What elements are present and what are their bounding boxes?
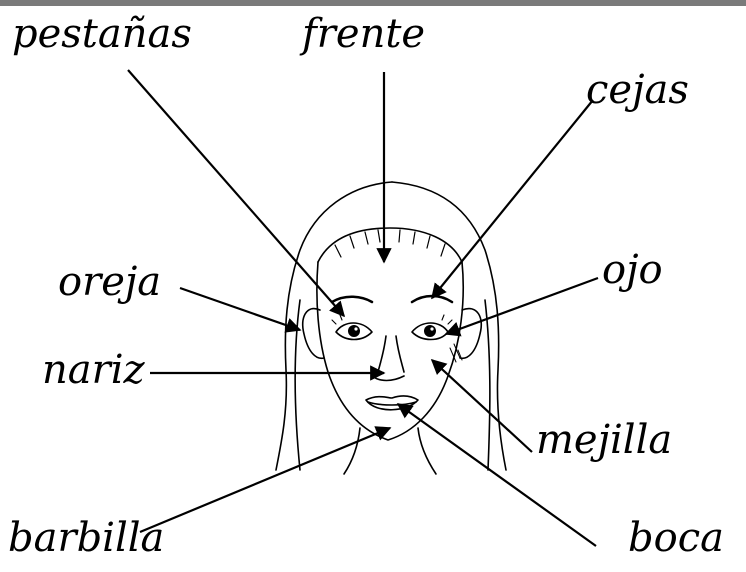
label-mejilla: mejilla — [536, 420, 672, 460]
label-barbilla: barbilla — [8, 518, 164, 558]
hair-strand-right — [485, 300, 490, 470]
right-ear — [460, 309, 481, 359]
pointer-barbilla — [140, 428, 390, 532]
neck-left — [344, 428, 360, 474]
hair-strand-left — [295, 300, 300, 470]
label-ojo: ojo — [602, 250, 663, 290]
face-outline — [317, 262, 463, 440]
pointer-oreja — [180, 288, 300, 330]
label-pestanas: pestañas — [12, 14, 192, 54]
label-cejas: cejas — [586, 70, 689, 110]
label-frente: frente — [302, 14, 425, 54]
label-nariz: nariz — [42, 350, 145, 390]
face-illustration — [276, 182, 506, 474]
hairline — [318, 228, 462, 262]
label-oreja: oreja — [58, 262, 161, 302]
label-boca: boca — [628, 518, 724, 558]
pointer-lines — [128, 70, 598, 546]
pointer-cejas — [432, 100, 593, 298]
neck-right — [418, 428, 436, 474]
left-brow — [332, 297, 372, 302]
pointer-ojo — [446, 278, 598, 334]
left-ear — [303, 309, 324, 359]
hair-outline-left — [276, 182, 392, 470]
